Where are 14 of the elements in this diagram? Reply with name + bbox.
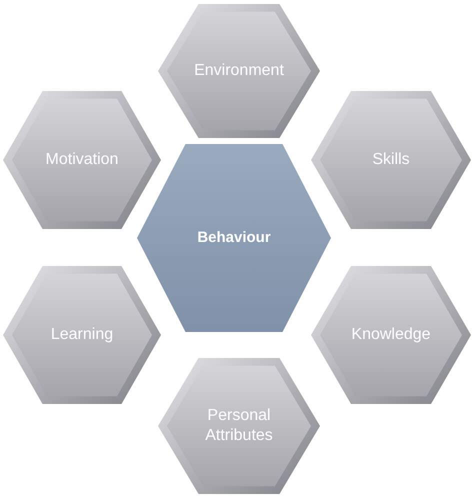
node-label: Personal Attributes: [204, 406, 274, 446]
hexagon: [311, 91, 471, 229]
node-label: Learning: [50, 325, 114, 345]
hexagon: [3, 266, 161, 404]
hexagon: [311, 266, 471, 404]
node-label: Knowledge: [351, 325, 431, 345]
node-label: Environment: [194, 61, 284, 81]
hexagon: [158, 358, 320, 494]
node-label: Skills: [372, 150, 410, 170]
hexagon: [3, 91, 161, 229]
node-label: Behaviour: [197, 228, 271, 248]
node-label: Motivation: [46, 150, 118, 170]
hexagon: [158, 4, 320, 138]
hexagon: [137, 144, 331, 332]
